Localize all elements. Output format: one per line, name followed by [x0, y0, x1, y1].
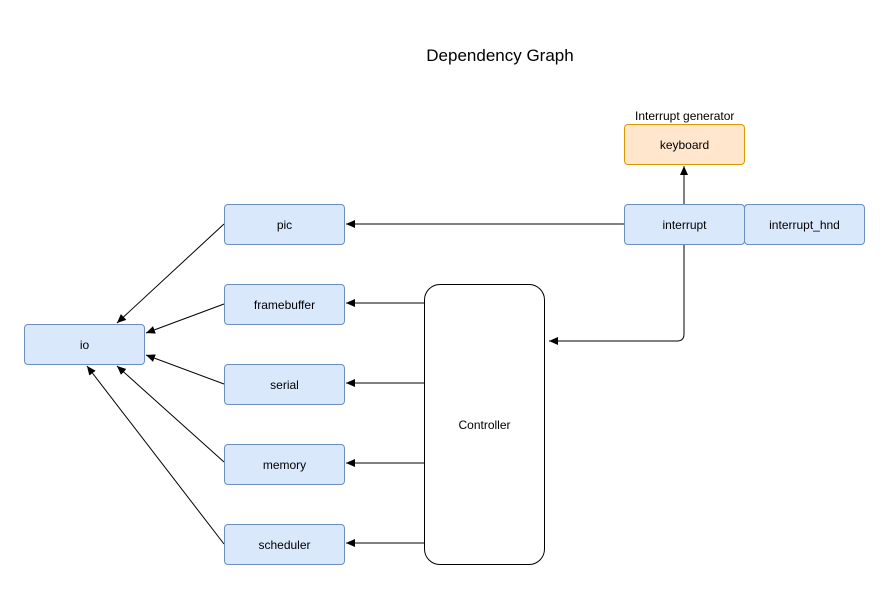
node-memory[interactable]: memory [224, 444, 345, 485]
edge-interrupt-controller [549, 244, 685, 345]
node-framebuffer[interactable]: framebuffer [224, 284, 345, 325]
node-keyboard[interactable]: keyboard [624, 124, 745, 165]
node-pic[interactable]: pic [224, 204, 345, 245]
diagram-title: Dependency Graph [426, 46, 574, 65]
node-serial[interactable]: serial [224, 364, 345, 405]
edge-framebuffer-io [145, 303, 225, 334]
interrupt-generator-caption: Interrupt generator [635, 109, 735, 123]
node-io[interactable]: io [24, 324, 145, 365]
node-interrupt[interactable]: interrupt [624, 204, 745, 245]
node-controller[interactable]: Controller [424, 284, 545, 565]
node-interrupt-hnd[interactable]: interrupt_hnd [744, 204, 865, 245]
edge-memory-io [116, 365, 225, 463]
edge-pic-io [116, 223, 225, 324]
edge-scheduler-io [86, 365, 225, 545]
node-scheduler[interactable]: scheduler [224, 524, 345, 565]
edge-serial-io [145, 354, 225, 385]
